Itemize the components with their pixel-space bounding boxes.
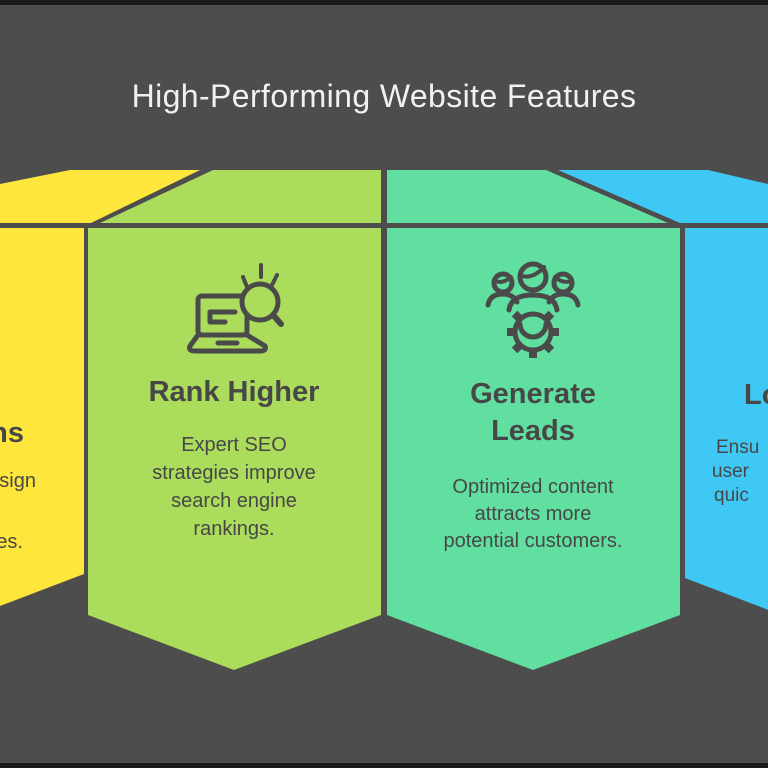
head-chord-left xyxy=(493,275,513,284)
banner-green-description: Expert SEO strategies improve search eng… xyxy=(114,431,354,543)
banner-teal-description: Optimized content attracts more potentia… xyxy=(413,474,653,555)
banner-green-body xyxy=(88,228,381,670)
banner-yellow-title-fragment: ns xyxy=(0,417,24,449)
banner-teal-fold xyxy=(387,170,668,223)
laptop-base xyxy=(187,332,268,354)
banner-blue-text-fragment: quic xyxy=(714,485,749,506)
gear-teeth xyxy=(507,310,559,358)
banner-teal-title: Generate Leads xyxy=(413,376,653,450)
banner-teal xyxy=(387,170,680,670)
bottom-edge-strip xyxy=(0,763,768,768)
banner-teal-body xyxy=(387,228,680,670)
sparkle-ray-left xyxy=(241,275,249,289)
person-head-center xyxy=(517,261,549,293)
title-line: Generate xyxy=(470,378,596,410)
banner-yellow xyxy=(0,170,200,606)
gear-smile-arc xyxy=(517,321,549,340)
banner-green-fold xyxy=(100,170,381,223)
page-title: High-Performing Website Features xyxy=(131,78,637,114)
description-line: strategies improve xyxy=(152,462,316,484)
banner-blue-title-fragment: Lo xyxy=(744,379,768,411)
description-line: search engine xyxy=(171,490,297,512)
banner-yellow-body xyxy=(0,228,84,606)
banner-blue-fold xyxy=(558,170,768,223)
banner-blue xyxy=(558,170,768,610)
banner-blue-text-fragment: Ensu xyxy=(716,437,760,458)
people-gear-icon xyxy=(485,261,581,358)
banner-blue-body xyxy=(685,228,768,610)
magnifier-lens xyxy=(239,281,281,323)
banner-green-title: Rank Higher xyxy=(148,376,320,408)
top-edge-strip xyxy=(0,0,768,5)
banner-blue-text-fragment: user xyxy=(712,461,749,482)
description-line: Expert SEO xyxy=(181,434,287,456)
magnifier-handle xyxy=(270,312,284,327)
sparkle-ray-right xyxy=(270,273,279,287)
head-chord-center xyxy=(520,265,546,279)
banner-yellow-text-fragment: sign xyxy=(0,470,36,492)
description-line: potential customers. xyxy=(443,530,623,552)
title-line: Leads xyxy=(491,415,575,447)
banner-yellow-text-fragment: es. xyxy=(0,531,23,553)
banner-green xyxy=(88,170,381,670)
banner-yellow-fold xyxy=(0,170,200,223)
description-line: Optimized content xyxy=(452,476,614,498)
head-chord-right xyxy=(553,275,573,284)
screen-content-lines xyxy=(207,309,238,325)
description-line: attracts more xyxy=(474,503,592,525)
shoulders-center xyxy=(506,292,560,313)
laptop-search-icon xyxy=(187,263,284,354)
description-line: rankings. xyxy=(193,518,275,540)
